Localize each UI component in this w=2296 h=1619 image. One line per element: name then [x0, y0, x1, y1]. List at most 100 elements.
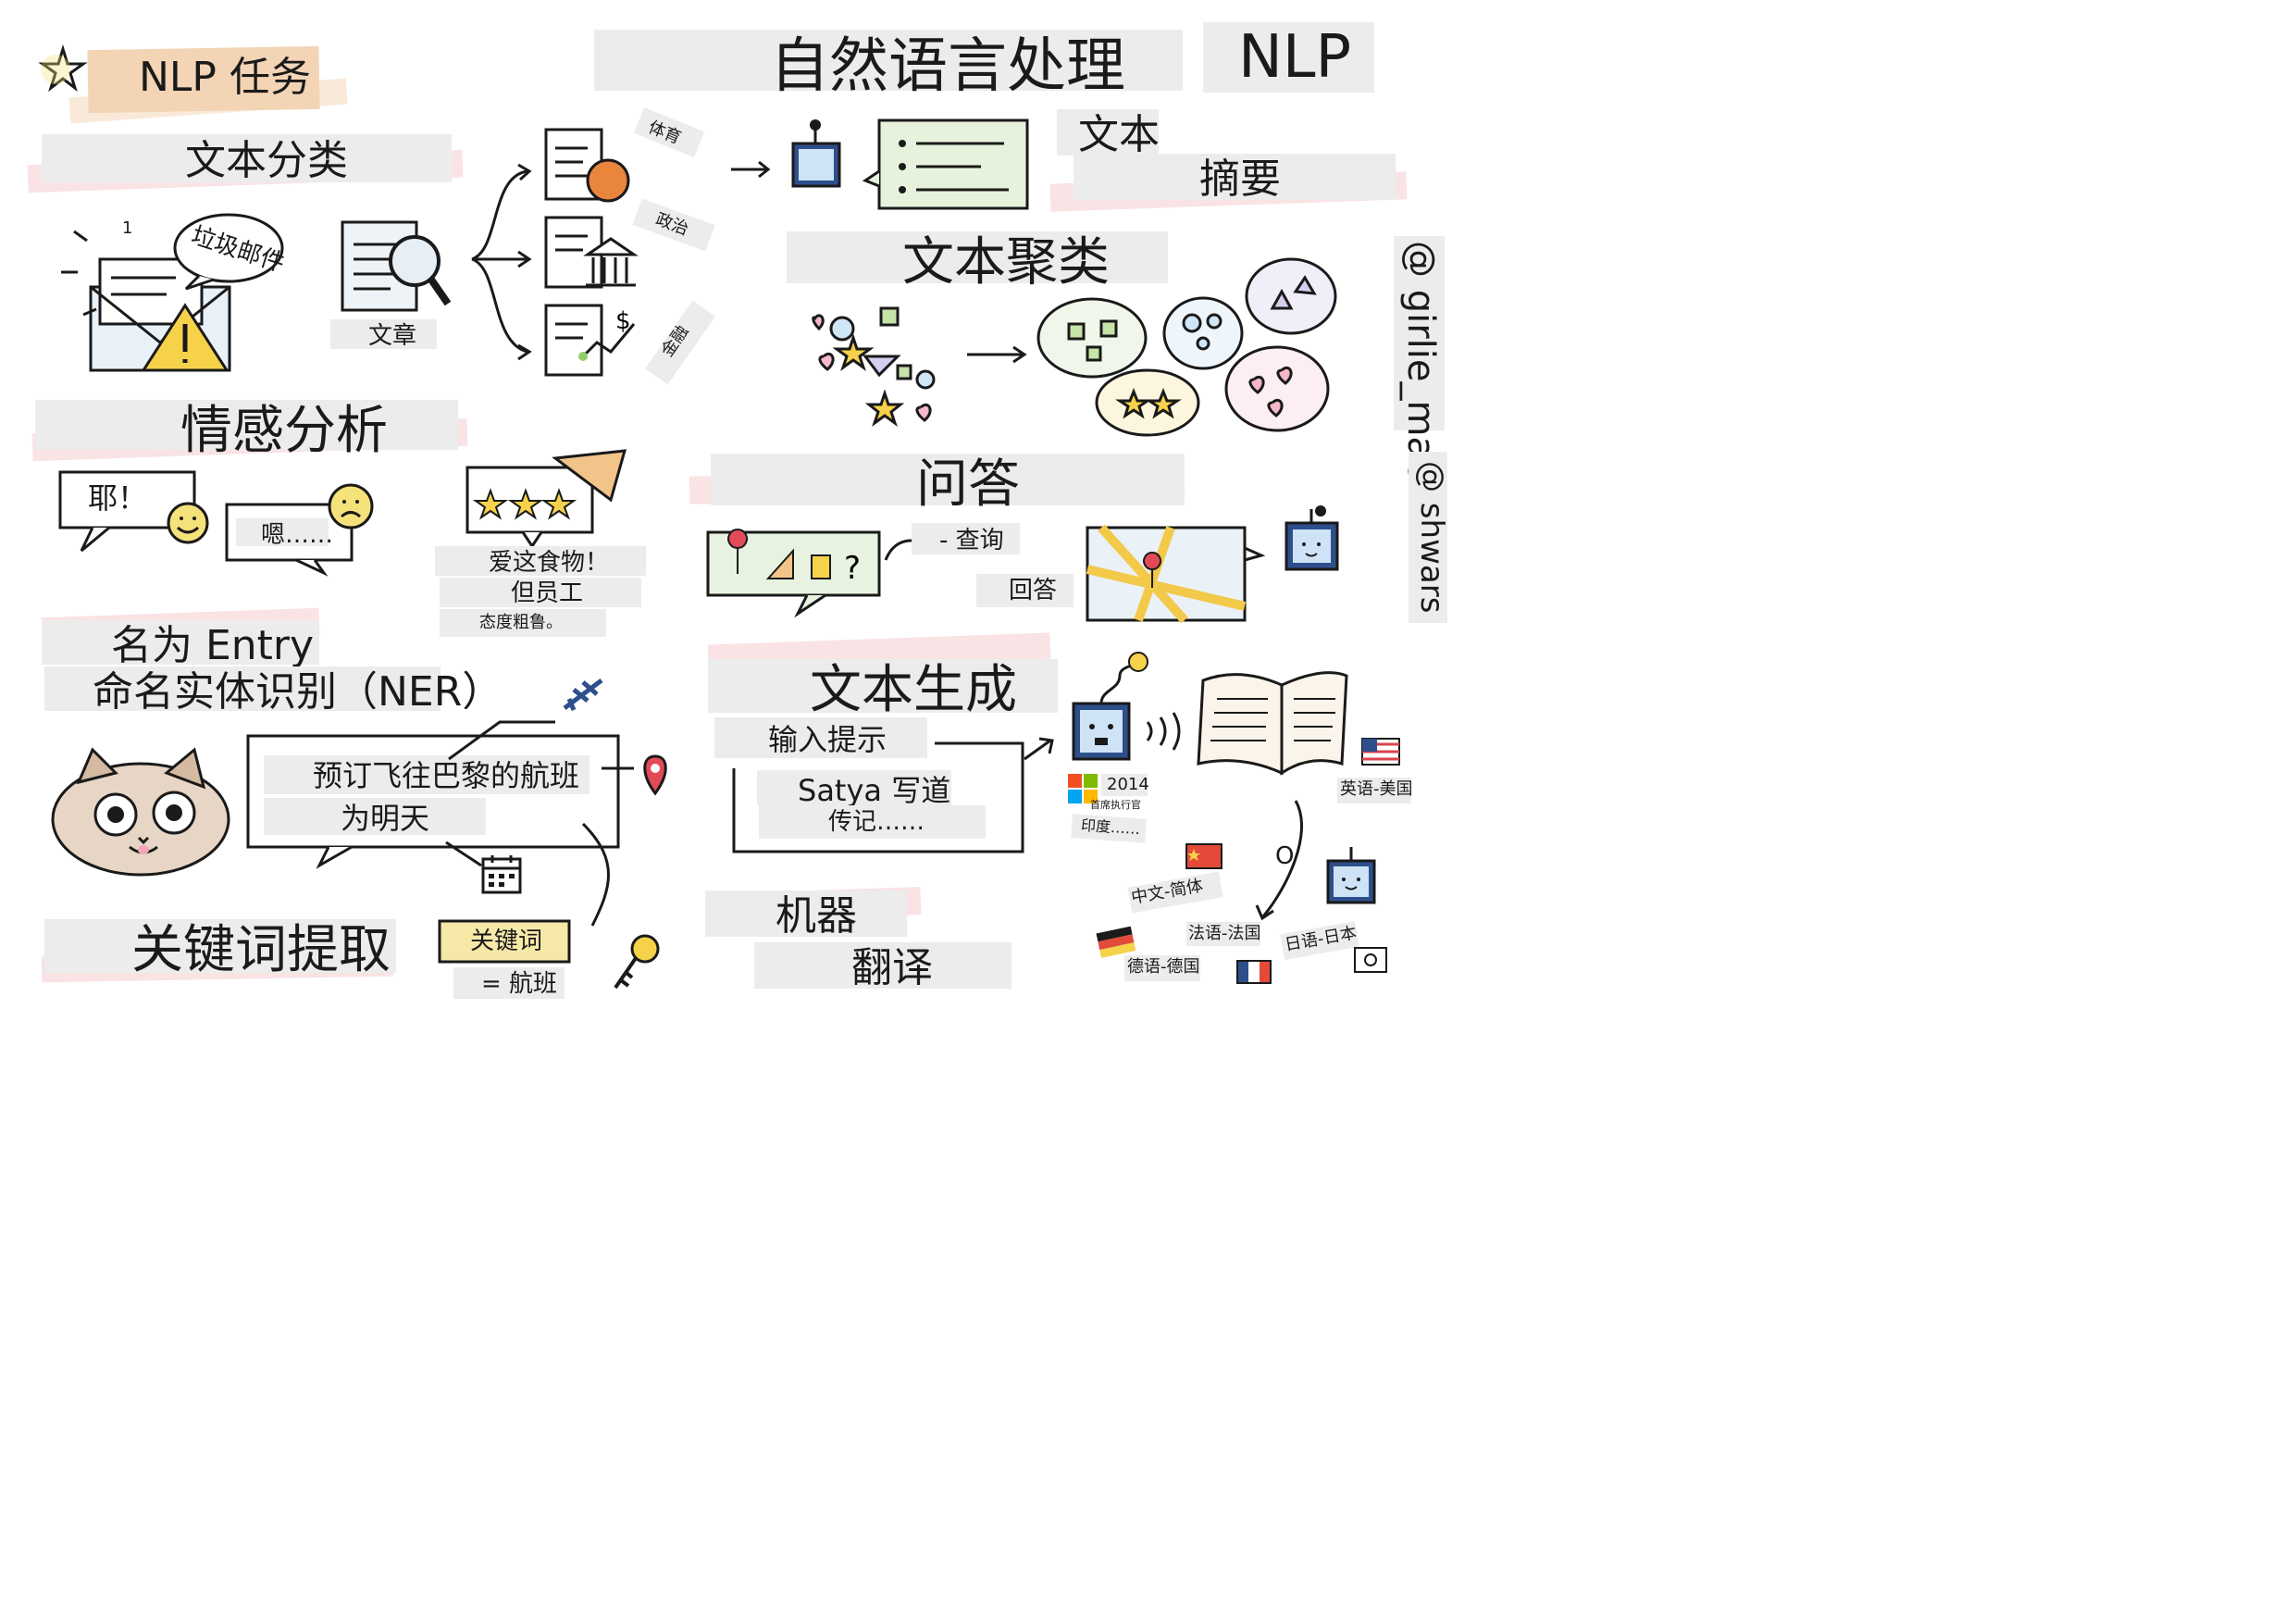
cn-flag-icon — [1185, 843, 1222, 869]
summary-tape1 — [1057, 109, 1159, 156]
ner-title-1: 名为 Entry — [111, 622, 315, 669]
classify-tape — [42, 134, 452, 182]
summary-illustration — [731, 118, 1029, 210]
qa-query: - 查询 — [939, 527, 1004, 554]
review-tape1 — [435, 546, 646, 576]
prompt-line-tape2 — [759, 805, 986, 839]
politics-doc-icon — [544, 216, 639, 289]
ner-sentence-1: 预订飞往巴黎的航班 — [313, 758, 580, 793]
review-bubble — [465, 449, 627, 549]
generation-tape — [708, 659, 1058, 713]
us-flag-icon — [1361, 738, 1400, 766]
qa-robot-icon — [1285, 505, 1339, 571]
ner-sentence-tape2 — [264, 798, 486, 835]
clustering-title: 文本聚类 — [902, 232, 1110, 293]
cluster-tape — [787, 231, 1168, 283]
ner-title-2: 命名实体识别（NER） — [93, 668, 503, 716]
generation-title: 文本生成 — [810, 660, 1017, 720]
sentiment-tape — [35, 400, 458, 450]
lang-fr: 法语-法国 — [1188, 924, 1261, 943]
article-label: 文章 — [368, 322, 417, 350]
year-tape — [1101, 774, 1148, 796]
keyword-result: = 航班 — [481, 970, 558, 998]
airplane-icon — [563, 679, 603, 711]
ner-sentence-2: 为明天 — [341, 801, 430, 836]
classification-title: 文本分类 — [185, 137, 348, 184]
ner-connectors — [445, 720, 634, 927]
svg-text:$: $ — [615, 307, 631, 335]
windows-logo-icon — [1068, 774, 1098, 803]
prompt-label: 输入提示 — [768, 722, 887, 757]
prompt-box — [732, 737, 1054, 853]
generation-ceo: 首席执行官 — [1090, 799, 1141, 811]
happy-face-icon — [167, 502, 209, 544]
credit-shwars: @ shwars — [1413, 461, 1450, 614]
de-flag-icon — [1096, 926, 1136, 958]
review-line-1: 爱这食物！ — [489, 549, 610, 577]
translation-robot-icon — [1326, 847, 1376, 904]
translation-arrows — [1255, 800, 1304, 921]
article-tape — [330, 319, 437, 349]
neutral-tape — [236, 518, 329, 546]
map-icon — [1086, 524, 1266, 624]
query-tape — [912, 523, 1020, 554]
location-pin-icon — [643, 754, 667, 796]
summary-tape2 — [1074, 154, 1396, 200]
lang-fr-tape — [1186, 922, 1260, 946]
generation-year: 2014 — [1107, 775, 1149, 794]
cat-icon — [51, 747, 230, 877]
calendar-icon — [481, 855, 522, 894]
prompt-line-1: Satya 写道 — [798, 773, 951, 808]
tag-label: NLP 任务 — [139, 54, 311, 101]
page-title: 自然语言处理 — [770, 32, 1125, 101]
translation-tape1 — [705, 890, 907, 937]
jp-flag-icon — [1354, 947, 1387, 973]
nlp-badge: NLP — [1238, 23, 1352, 92]
finance-doc-icon: $ — [544, 304, 636, 377]
review-line-2: 但员工 — [511, 579, 584, 607]
lang-en-tape — [1337, 778, 1411, 803]
review-line-3: 态度粗鲁。 — [479, 613, 563, 632]
qa-tape — [711, 454, 1185, 505]
prompt-line-tape1 — [757, 770, 951, 805]
title-tape — [594, 30, 1183, 91]
positive-text: 耶！ — [88, 480, 148, 516]
sports-doc-icon — [544, 128, 630, 203]
credit1-tape — [1394, 236, 1445, 430]
keyword-label: 关键词 — [470, 928, 543, 955]
qa-answer: 回答 — [1009, 577, 1058, 604]
keywords-title: 关键词提取 — [131, 920, 391, 980]
answer-tape — [976, 574, 1074, 607]
prompt-line-2: 传记…… — [828, 808, 925, 836]
branch-arrows — [471, 163, 532, 361]
summary-title-1: 文本 — [1078, 111, 1160, 158]
sentiment-title: 情感分析 — [180, 401, 388, 461]
fr-flag-icon — [1236, 960, 1272, 984]
svg-text:?: ? — [844, 550, 861, 587]
translation-o: O — [1275, 842, 1295, 870]
sad-face-icon — [328, 483, 374, 529]
spam-envelope-icon — [61, 230, 231, 372]
review-tape3 — [440, 609, 606, 637]
ner-sentence-tape1 — [264, 755, 590, 794]
neutral-text: 嗯…… — [261, 521, 334, 549]
spam-bubble — [173, 213, 284, 291]
key-icon — [614, 934, 660, 990]
keywords-tape — [44, 919, 396, 973]
lang-en: 英语-美国 — [1340, 779, 1413, 799]
translation-tape2 — [754, 942, 1011, 989]
generation-robot-icon — [1072, 652, 1181, 761]
credit2-tape — [1409, 452, 1447, 623]
keyword-box — [438, 919, 571, 964]
clustering-illustration — [812, 257, 1337, 437]
generation-india: 印度…… — [1080, 816, 1141, 839]
article-search-icon — [341, 220, 452, 312]
query-bubble: ? — [706, 529, 881, 618]
spam-count: 1 — [122, 218, 133, 238]
translation-title-1: 机器 — [776, 892, 857, 940]
ner-tape1 — [42, 620, 319, 665]
star-icon — [38, 44, 88, 93]
lang-de: 德语-德国 — [1127, 957, 1200, 977]
positive-bubble — [58, 470, 196, 553]
summary-title-2: 摘要 — [1199, 156, 1281, 203]
